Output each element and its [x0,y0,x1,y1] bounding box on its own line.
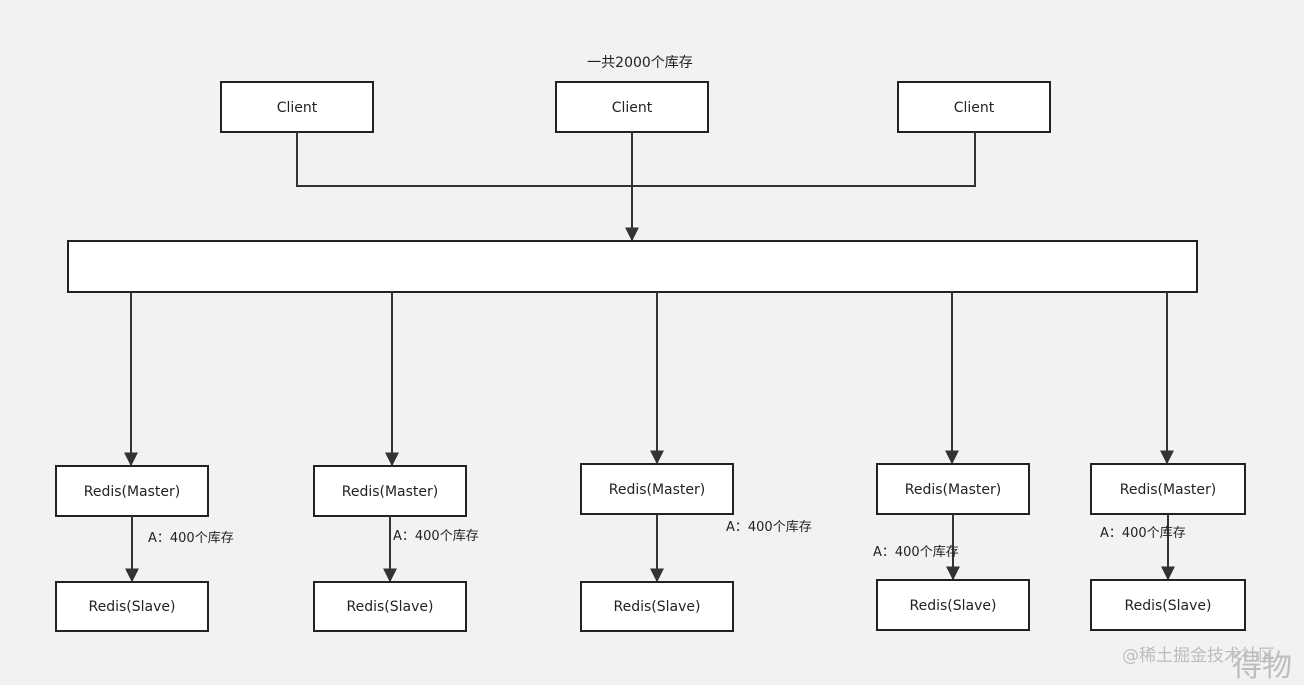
redis-slave-box [313,581,467,632]
redis-master-label: Redis(Master) [905,482,1002,498]
client-merge-connector [296,132,976,187]
redis-master-label: Redis(Master) [342,484,439,500]
client-node-1: Client [220,81,374,133]
shard-3: Redis(Master) A：400个库存 Redis(Slave) [580,463,812,632]
client-node-2: Client [555,81,709,133]
client-box [220,81,374,133]
stock-note: A：400个库存 [726,519,812,535]
redis-master-box [313,465,467,517]
redis-master-box [1090,463,1246,515]
stock-note: A：400个库存 [1100,525,1186,541]
redis-master-label: Redis(Master) [1120,482,1217,498]
shard-4: Redis(Master) A：400个库存 Redis(Slave) [873,463,1030,631]
shard-5: Redis(Master) A：400个库存 Redis(Slave) [1090,463,1246,631]
stock-note: A：400个库存 [873,544,959,560]
redis-slave-label: Redis(Slave) [1125,598,1212,614]
redis-slave-label: Redis(Slave) [89,599,176,615]
client-label: Client [954,100,995,116]
redis-master-label: Redis(Master) [84,484,181,500]
redis-slave-label: Redis(Slave) [347,599,434,615]
redis-slave-box [876,579,1030,631]
juejin-watermark: @稀土掘金技术社区 [1122,646,1275,666]
redis-master-label: Redis(Master) [609,482,706,498]
redis-slave-label: Redis(Slave) [614,599,701,615]
client-label: Client [277,100,318,116]
redis-slave-box [580,581,734,632]
stock-note: A：400个库存 [148,530,234,546]
shard-2: Redis(Master) A：400个库存 Redis(Slave) [313,465,479,632]
dewu-watermark: 得物 [1232,649,1292,684]
redis-slave-box [1090,579,1246,631]
client-node-3: Client [897,81,1051,133]
stock-note: A：400个库存 [393,528,479,544]
client-box [555,81,709,133]
total-stock-note: 一共2000个库存 [587,55,693,71]
redis-slave-label: Redis(Slave) [910,598,997,614]
shard-1: Redis(Master) A：400个库存 Redis(Slave) [55,465,234,632]
redis-slave-box [55,581,209,632]
redis-master-box [580,463,734,515]
client-label: Client [612,100,653,116]
gateway-bar [67,240,1198,293]
